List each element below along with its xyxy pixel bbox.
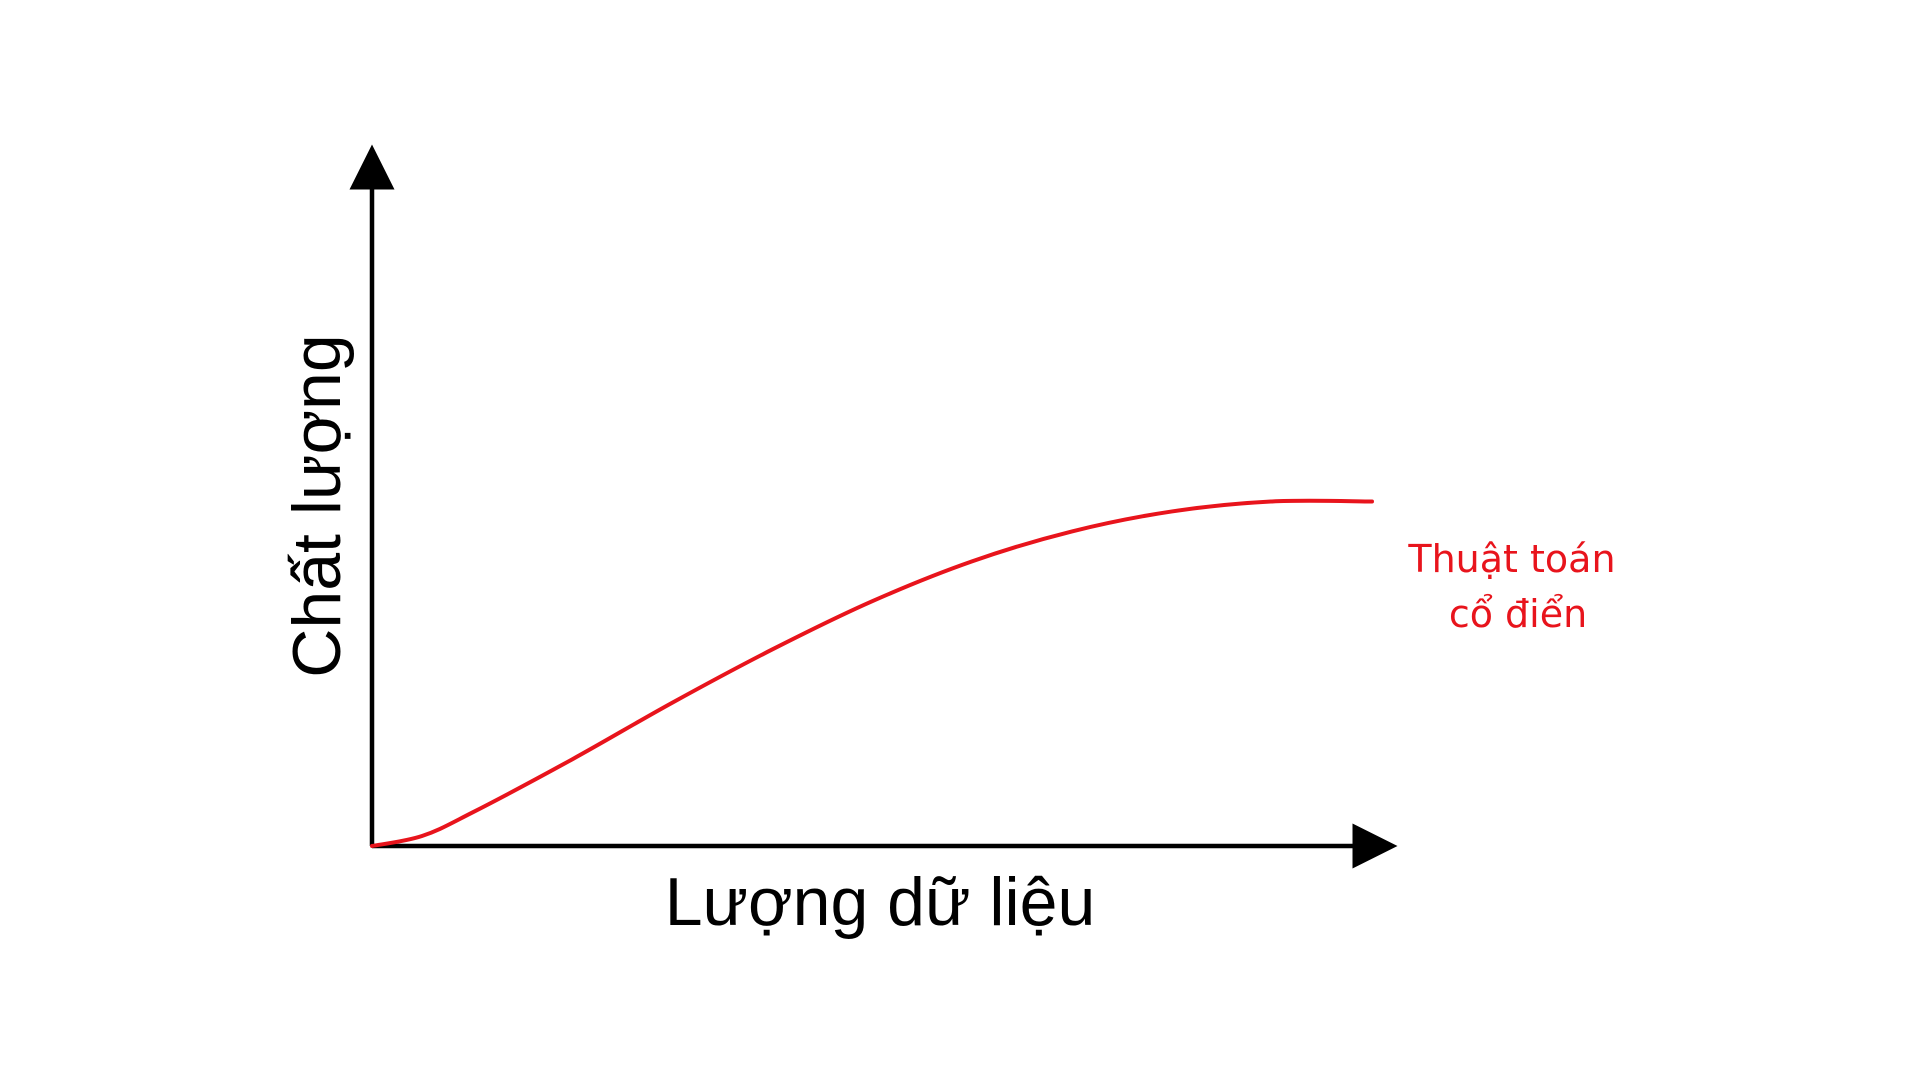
series-label: Thuật toán cổ điển <box>1407 537 1627 636</box>
series-label-line-2: cổ điển <box>1449 592 1587 636</box>
series-label-line-1: Thuật toán <box>1407 537 1615 581</box>
series-line-classic-algorithm <box>370 498 1374 848</box>
x-axis-title: Lượng dữ liệu <box>665 864 1096 940</box>
y-axis-title: Chất lượng <box>279 334 355 677</box>
